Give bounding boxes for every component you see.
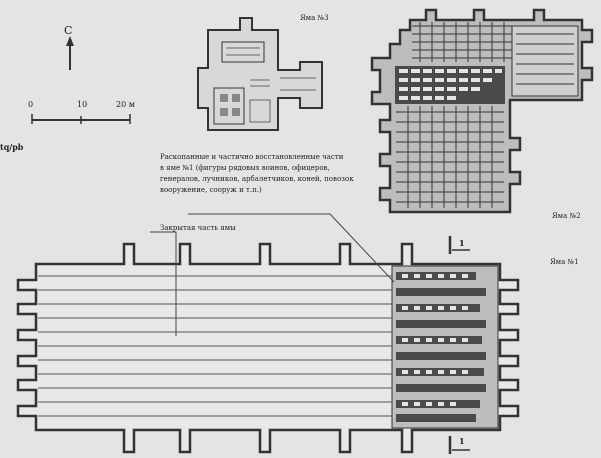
scale-bar [31,114,131,124]
scale-tick-10: 10 [77,100,88,109]
legend-text: Раскопанные и частично восстановленные ч… [160,152,354,196]
section-marker-bottom-icon [448,436,470,454]
legend-closed-part: Закрытая часть ямы [160,224,236,232]
pit-2-plan [370,8,594,214]
pit-1-label: Яма №1 [550,258,579,266]
pit-3-label: Яма №3 [300,14,329,22]
edge-label: tq/pb [0,142,24,152]
leader-lines [150,213,395,336]
north-arrow-icon [66,36,74,70]
legend-line-3: генералов, лучников, арбалетчиков, коней… [160,175,354,183]
north-letter: С [64,24,73,37]
section-marker-top-label: 1 [459,238,465,248]
scale-tick-0: 0 [28,100,34,109]
pit-3-plan [197,17,323,131]
section-marker-top-icon [448,236,470,254]
legend-line-1: Раскопанные и частично восстановленные ч… [160,153,344,161]
legend-line-4: вооружение, сооруж и т.п.) [160,186,262,194]
pit-2-label: Яма №2 [552,212,581,220]
scale-tick-20: 20 м [116,100,135,109]
pit-1-plan [16,242,520,454]
legend-line-2: в яме №1 (фигуры рядовых воинов, офицеро… [160,164,330,172]
section-marker-bottom-label: 1 [459,436,465,446]
